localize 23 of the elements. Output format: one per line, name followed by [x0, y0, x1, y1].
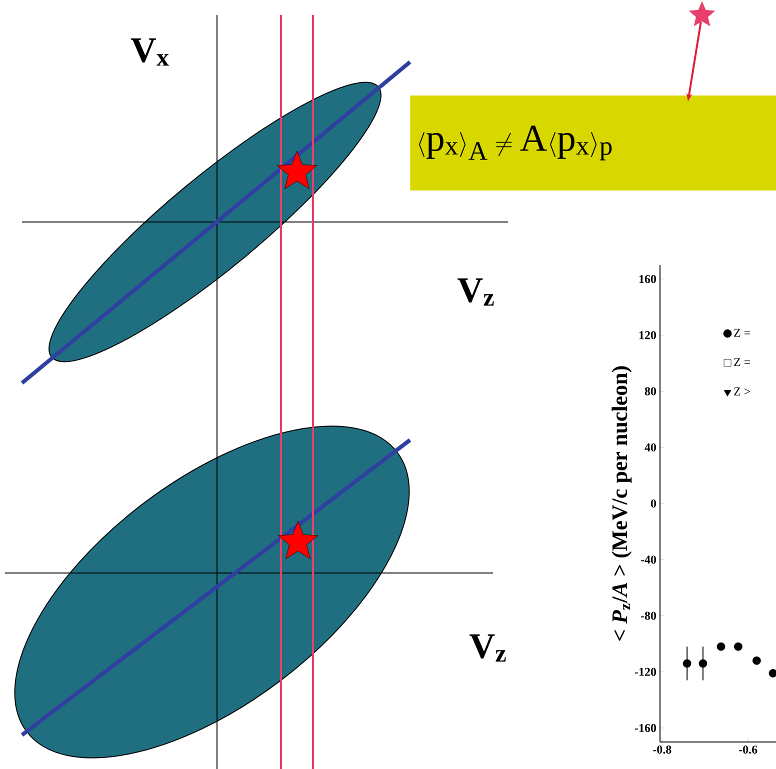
axis-label: V$_{x}$ [130, 38, 169, 66]
x-tick-label: -0.6 [739, 746, 758, 754]
legend-label: Z > [734, 388, 750, 396]
point [752, 656, 761, 665]
point [734, 642, 742, 651]
y-tick-label: 80 [644, 387, 656, 396]
x-tick-label: -0.8 [653, 746, 672, 754]
y-tick-label: 0 [650, 499, 656, 508]
y-tick-label: 160 [639, 274, 656, 284]
point [682, 659, 692, 668]
point [698, 659, 708, 668]
y-tick-label: 120 [639, 331, 656, 340]
y-tick-label: -40 [640, 556, 656, 564]
y-tick-label: 40 [644, 443, 656, 452]
axis-label: V$_{z}$ [458, 278, 494, 306]
y-tick-label: -120 [634, 668, 656, 676]
axis-label: V$_{z}$ [470, 634, 506, 662]
y-tick-label: -160 [634, 724, 656, 732]
formula-box: $\langle \mathrm{p_x} \rangle_\mathrm{A} \neq \mathrm{A} \langle \mathrm{p_x} \rangle_\mathrm{p}$ [410, 96, 776, 190]
y-tick-label: -80 [640, 612, 656, 620]
legend-label: Z = [734, 358, 750, 366]
point [716, 642, 726, 651]
legend-label: Z = [734, 328, 750, 337]
